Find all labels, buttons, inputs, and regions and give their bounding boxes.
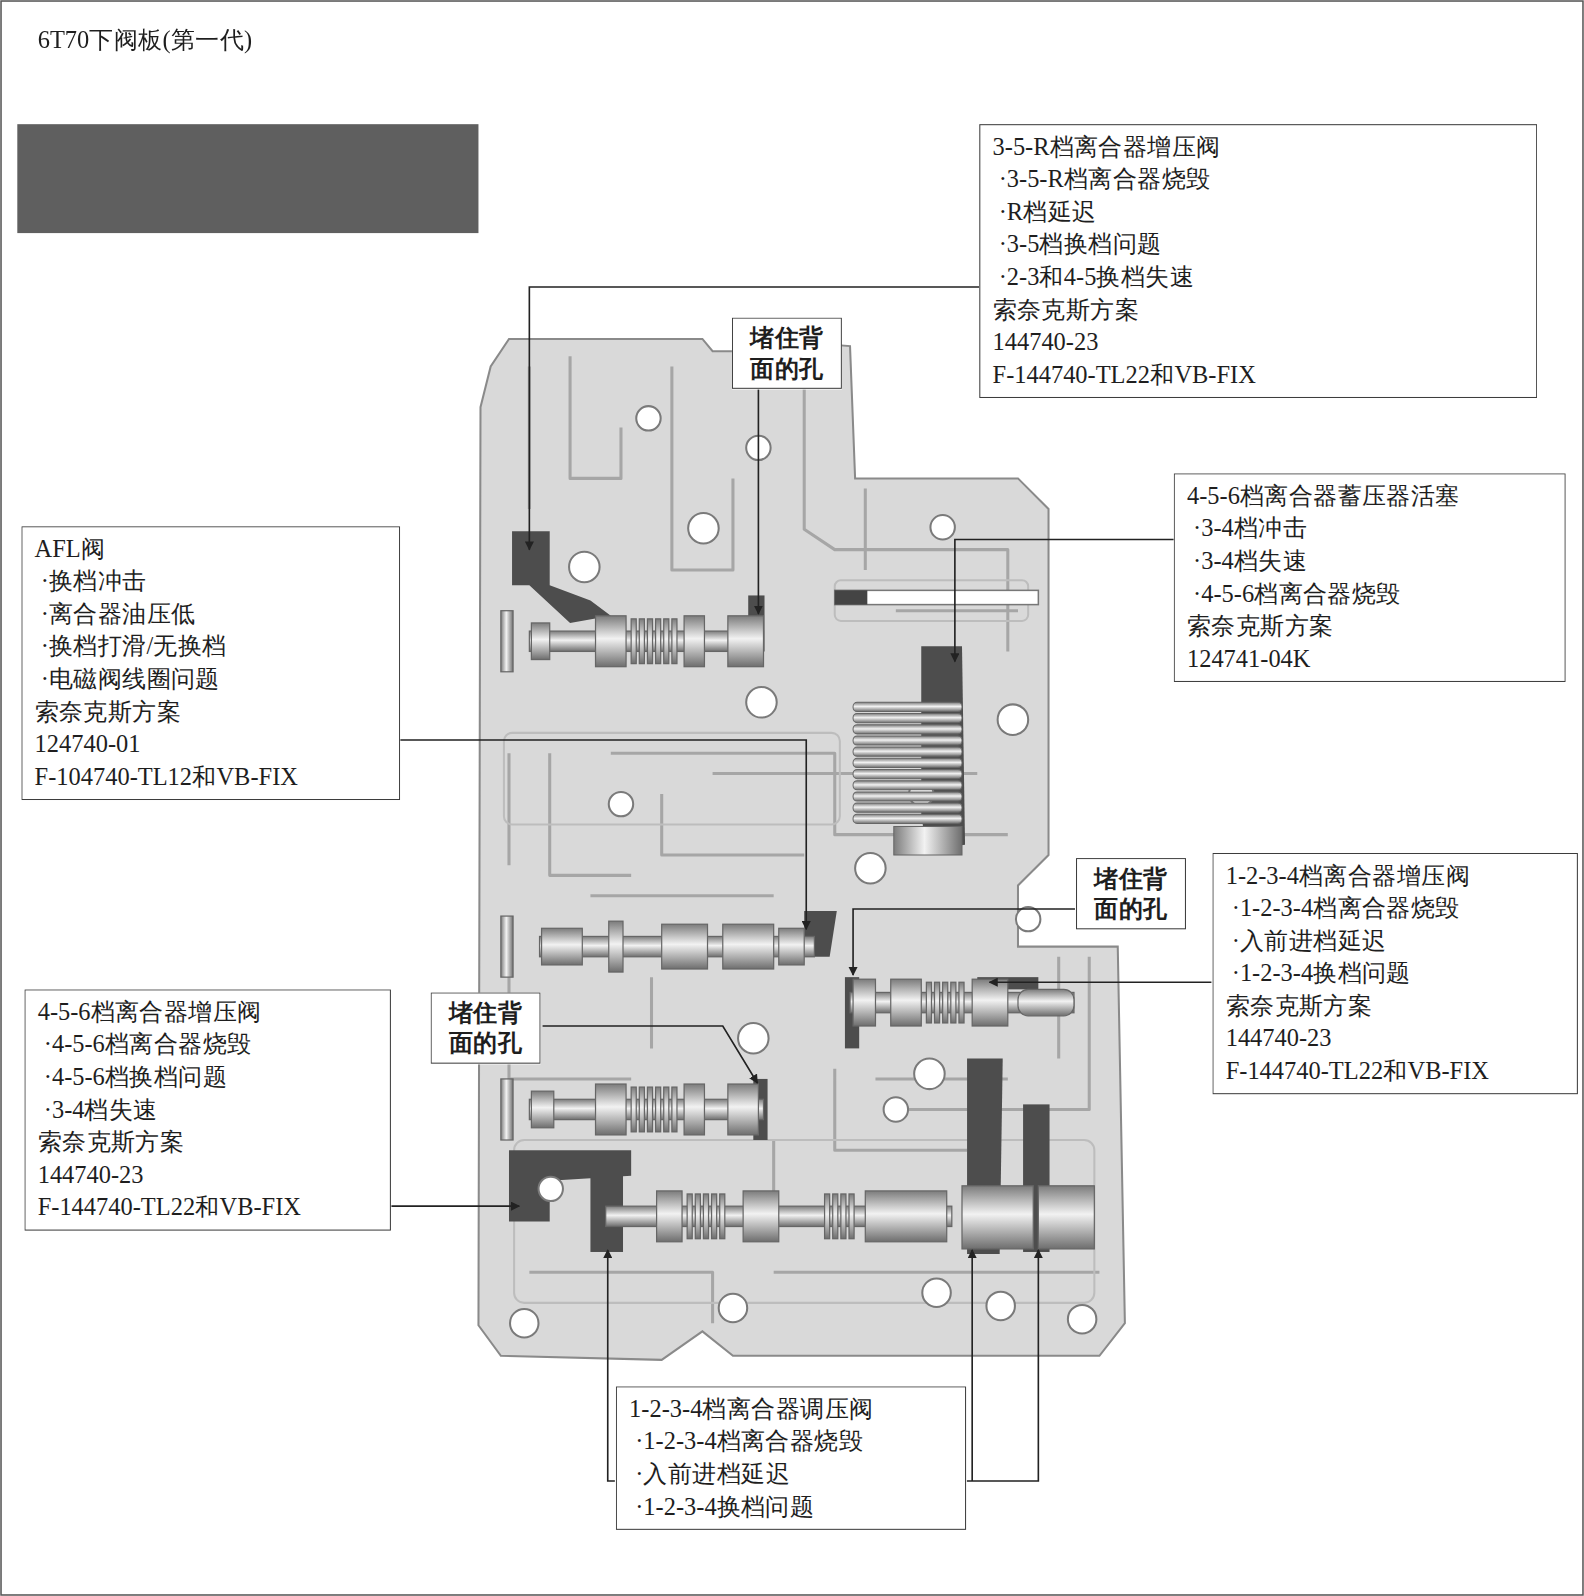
callout-text: 124741-04K [1187,642,1552,675]
callout-text: F-144740-TL22和VB-FIX [1226,1055,1565,1088]
callout-text: ·1-2-3-4档离合器烧毁 [1226,892,1565,925]
callout-text: ·4-5-6档离合器烧毁 [1187,577,1552,610]
callout-box: 4-5-6档离合器蓄压器活塞·3-4档冲击·3-4档失速·4-5-6档离合器烧毁… [1174,473,1566,682]
callout-text: 索奈克斯方案 [1187,610,1552,643]
callout-text: ·1-2-3-4换档问题 [1226,957,1565,990]
callout-heading: 堵住背面的孔 [1094,863,1167,924]
callout-box: 4-5-6档离合器增压阀·4-5-6档离合器烧毁·4-5-6档换档问题·3-4档… [24,989,390,1230]
callout-heading: 1-2-3-4档离合器调压阀 [629,1392,953,1425]
callout-heading: 堵住背面的孔 [449,998,522,1059]
callout-text: 124740-01 [35,728,387,761]
callout-heading: 1-2-3-4档离合器增压阀 [1226,859,1565,892]
callout-text: 144740-23 [38,1158,378,1191]
callout-text: ·3-5-R档离合器烧毁 [993,163,1524,196]
callout-text: ·3-4档失速 [1187,545,1552,578]
callout-heading: 堵住背面的孔 [750,323,823,384]
callout-text: ·电磁阀线圈问题 [35,663,387,696]
callout-text: ·1-2-3-4档离合器烧毁 [629,1425,953,1458]
callout-text: ·换档打滑/无换档 [35,630,387,663]
callout-text: F-144740-TL22和VB-FIX [993,358,1524,391]
callout-text: ·R档延迟 [993,195,1524,228]
callout-text: ·2-3和4-5换档失速 [993,261,1524,294]
callout-text: ·1-2-3-4换档问题 [629,1490,953,1523]
callout-text: 144740-23 [993,326,1524,359]
callout-box: 3-5-R档离合器增压阀·3-5-R档离合器烧毁·R档延迟·3-5档换档问题·2… [979,124,1537,398]
callout-heading: 3-5-R档离合器增压阀 [993,130,1524,163]
note-box: 堵住背面的孔 [1076,858,1186,929]
callout-text: 索奈克斯方案 [1226,989,1565,1022]
callout-text: ·4-5-6档离合器烧毁 [38,1028,378,1061]
callout-text: 索奈克斯方案 [38,1126,378,1159]
callout-text: F-144740-TL22和VB-FIX [38,1191,378,1224]
callout-text: 索奈克斯方案 [993,293,1524,326]
callout-heading: AFL阀 [35,532,387,565]
callout-box: AFL阀·换档冲击·离合器油压低·换档打滑/无换档·电磁阀线圈问题索奈克斯方案1… [21,526,400,800]
callout-text: ·3-5档换档问题 [993,228,1524,261]
callout-text: ·4-5-6档换档问题 [38,1061,378,1094]
note-box: 堵住背面的孔 [732,318,842,389]
callout-text: ·入前进档延迟 [1226,924,1565,957]
callout-text: ·入前进档延迟 [629,1458,953,1491]
callout-box: 1-2-3-4档离合器调压阀·1-2-3-4档离合器烧毁·入前进档延迟·1-2-… [616,1386,966,1530]
callout-text: ·离合器油压低 [35,597,387,630]
callout-box: 1-2-3-4档离合器增压阀·1-2-3-4档离合器烧毁·入前进档延迟·1-2-… [1212,853,1577,1094]
callout-text: 144740-23 [1226,1022,1565,1055]
callout-text: ·3-4档失速 [38,1093,378,1126]
diagram-title: 6T70下阀板(第一代) [38,24,252,55]
callout-text: 索奈克斯方案 [35,695,387,728]
note-box: 堵住背面的孔 [431,992,541,1063]
callout-heading: 4-5-6档离合器蓄压器活塞 [1187,479,1552,512]
callout-heading: 4-5-6档离合器增压阀 [38,995,378,1028]
callout-text: ·3-4档冲击 [1187,512,1552,545]
callout-text: F-104740-TL12和VB-FIX [35,760,387,793]
callout-text: ·换档冲击 [35,565,387,598]
